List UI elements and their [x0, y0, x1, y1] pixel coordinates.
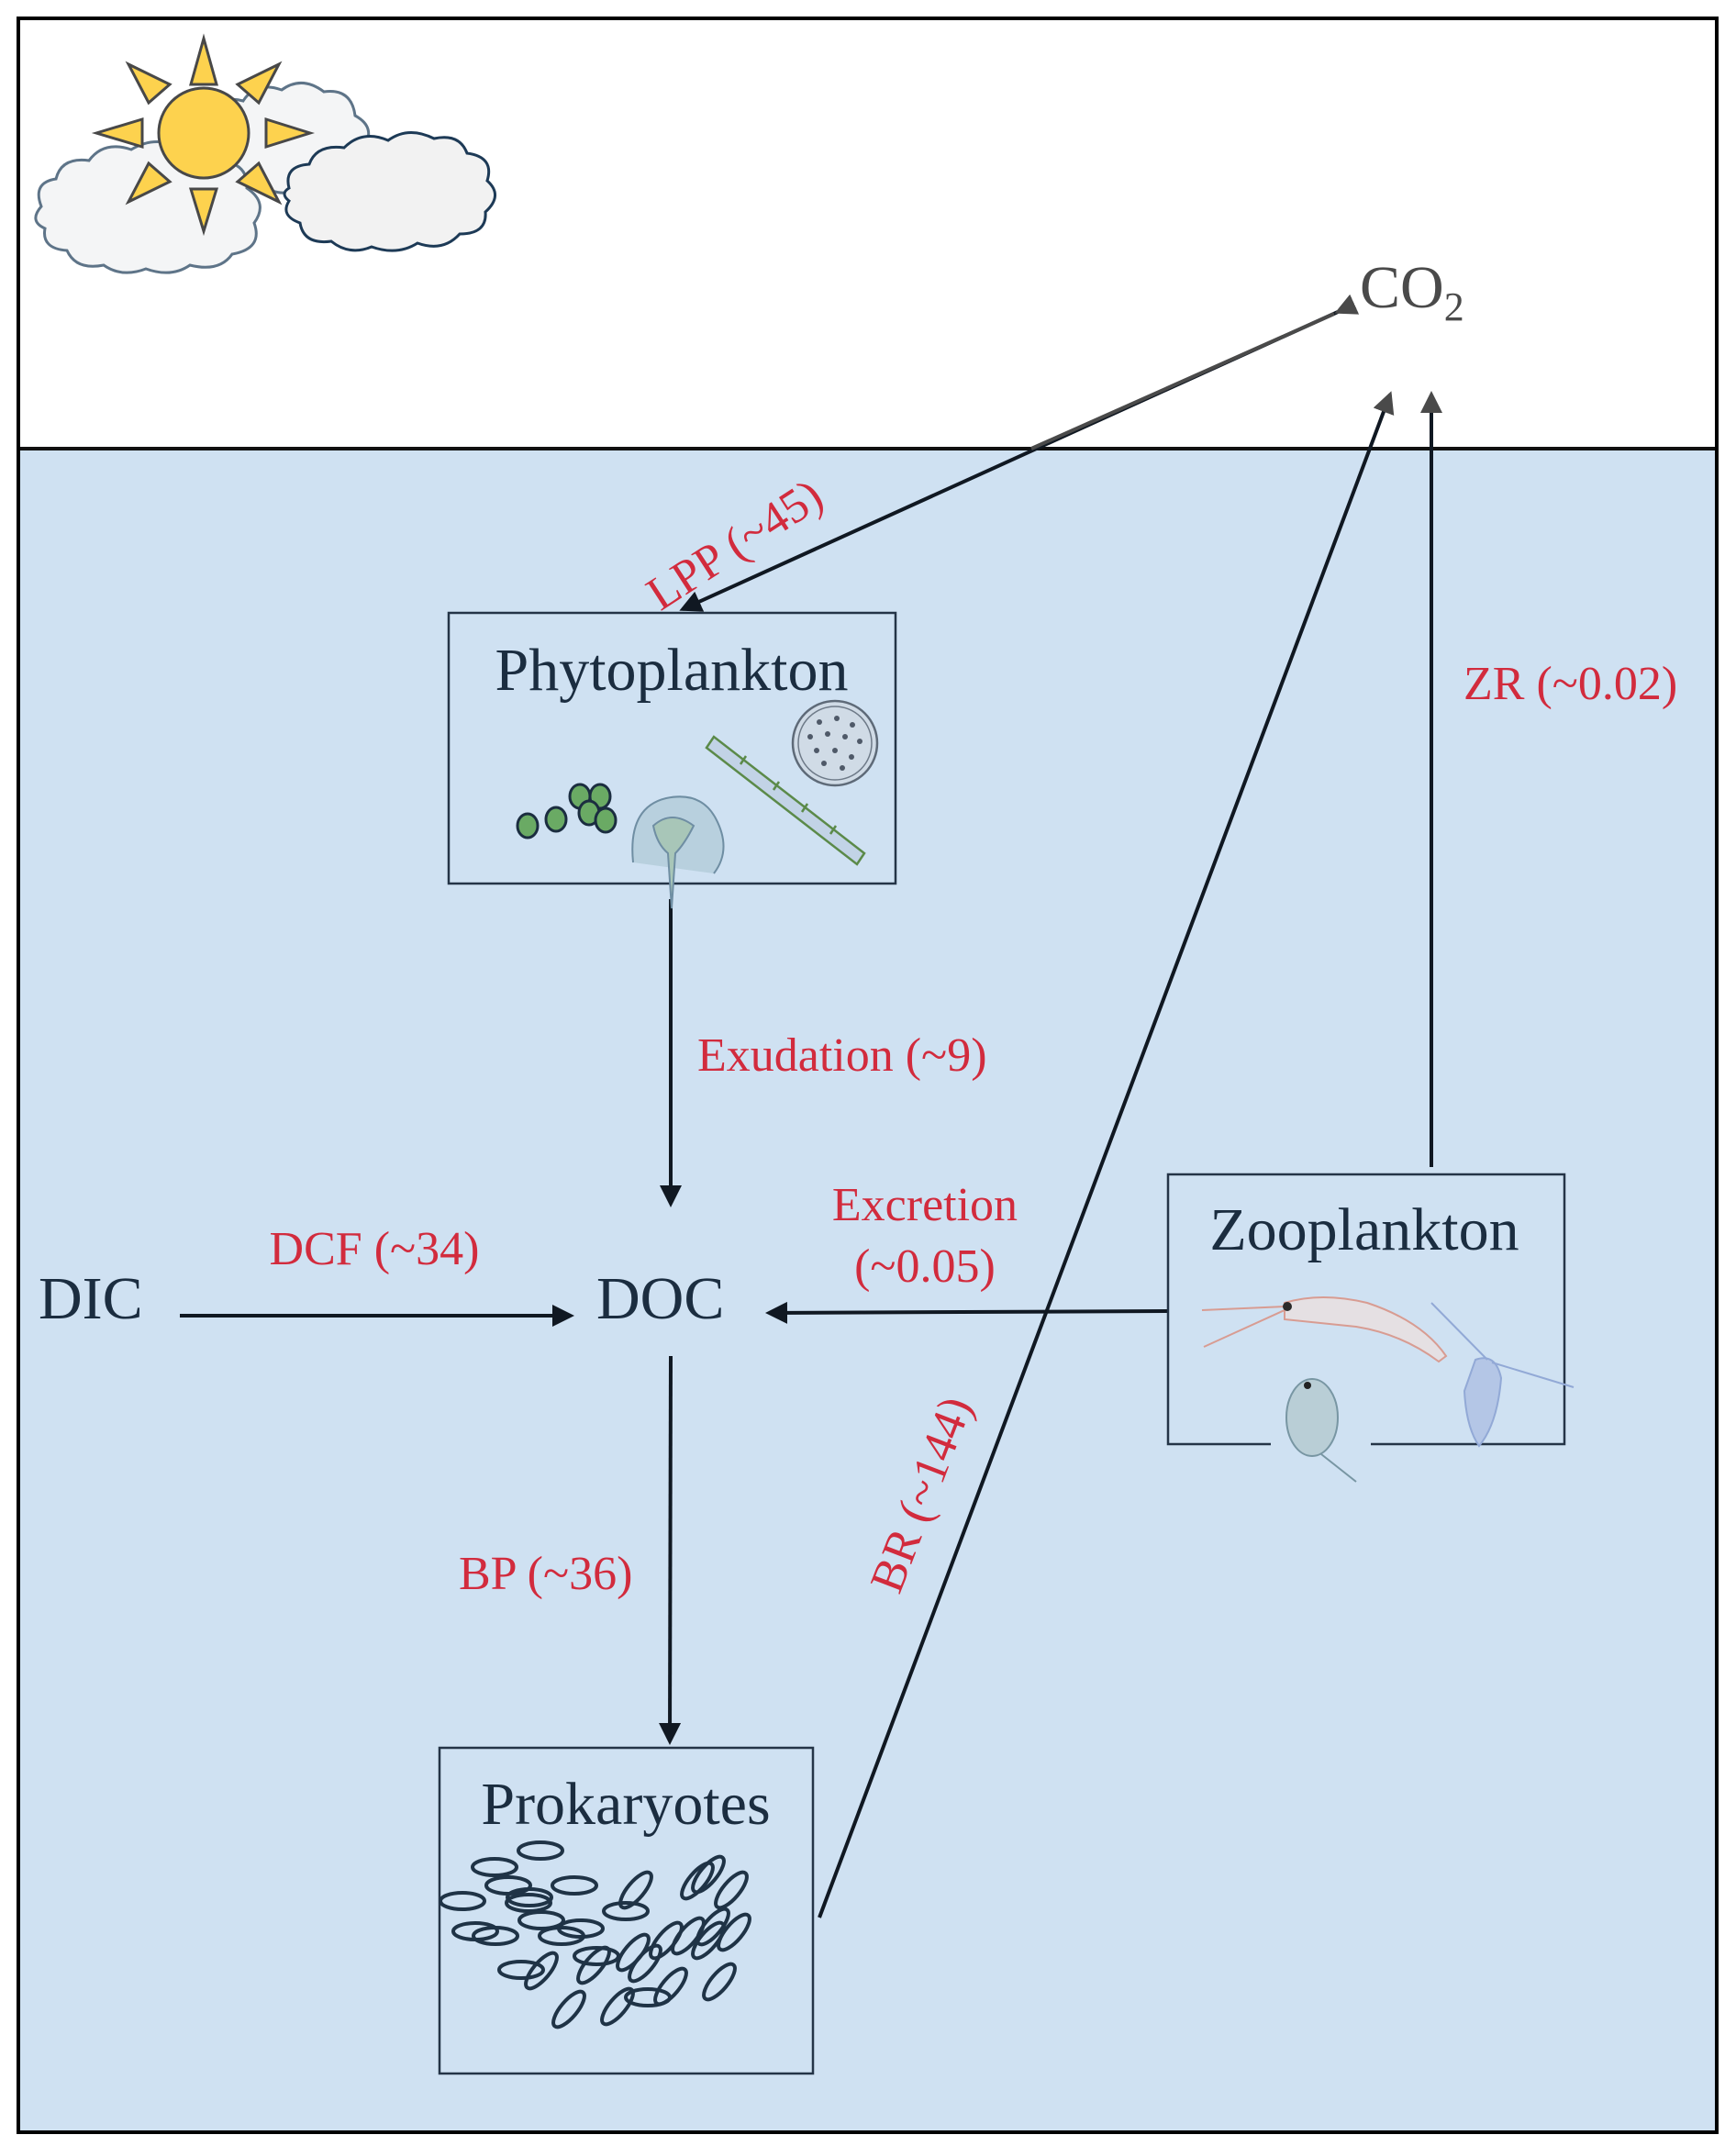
prokaryotes-node: Prokaryotes: [438, 1746, 815, 2075]
cloud-icon: [283, 131, 496, 252]
daphnia-icon: [1285, 1378, 1357, 1483]
lpp-arrow-air-segment: [1030, 312, 1335, 450]
dic-label: DIC: [39, 1265, 143, 1332]
bp-arrow: [659, 1355, 682, 1745]
excretion-flux-label-line1: Excretion: [832, 1179, 1018, 1231]
diagram-frame: [17, 17, 1719, 2134]
filamentous-diatom-icon: [705, 735, 866, 866]
co2-subscript: 2: [1444, 284, 1464, 329]
bacteria-cells-icon: [439, 1840, 751, 2029]
prokaryotes-box: [438, 1746, 815, 2075]
krill-icon: [1201, 1296, 1448, 1363]
dinoflagellate-icon: [631, 795, 725, 909]
exudation-flux-label: Exudation (~9): [697, 1029, 987, 1082]
excretion-flux-label-line2: (~0.05): [854, 1240, 996, 1293]
excretion-arrow: [765, 1301, 1169, 1324]
prokaryotes-title: Prokaryotes: [481, 1771, 770, 1838]
zr-flux-label: ZR (~0.02): [1463, 658, 1677, 710]
phytoplankton-title: Phytoplankton: [495, 637, 848, 704]
doc-label: DOC: [596, 1265, 724, 1332]
br-arrow: [818, 391, 1395, 1918]
atmosphere-area: [18, 18, 1717, 449]
centric-diatom-icon: [791, 699, 879, 787]
phytoplankton-node: Phytoplankton: [447, 611, 897, 909]
co2-label: CO2: [1360, 254, 1464, 329]
dcf-flux-label: DCF (~34): [270, 1223, 480, 1275]
copepod-icon: [1430, 1302, 1575, 1448]
green-algae-cells-icon: [516, 783, 618, 839]
zooplankton-title: Zooplankton: [1209, 1196, 1519, 1263]
zooplankton-node: Zooplankton: [1166, 1173, 1575, 1483]
sun-icon: [91, 33, 316, 237]
bp-flux-label: BP (~36): [459, 1548, 632, 1600]
zooplankton-box: [1166, 1173, 1566, 1446]
co2-text: CO: [1360, 254, 1444, 321]
